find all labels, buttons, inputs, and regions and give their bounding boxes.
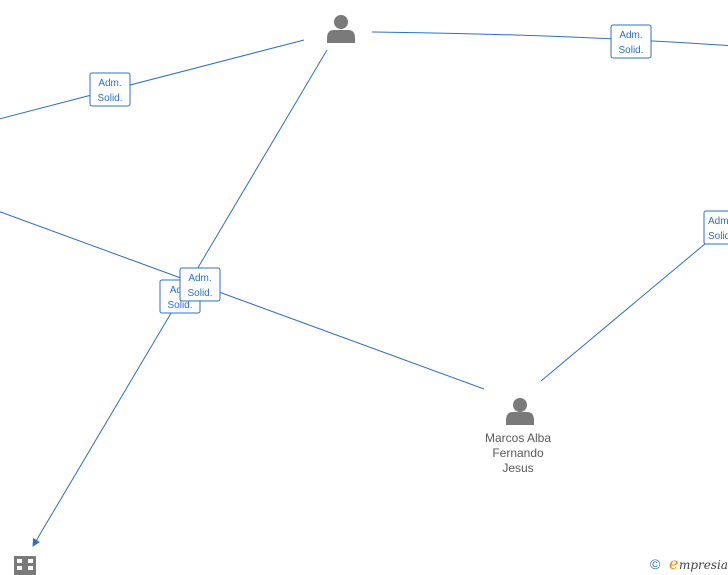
- edge-label-box: [179, 267, 221, 302]
- edge-label-line2: Solid.: [187, 288, 212, 299]
- edge-label-line1: Adm.: [98, 78, 121, 89]
- edge-label-box: [703, 210, 728, 245]
- edges: [0, 31, 728, 547]
- brand-watermark: © e mpresia: [650, 554, 728, 573]
- edge-label-line2: Solid.: [708, 231, 728, 242]
- person-name-line2: Fernando: [492, 446, 544, 460]
- person-name-line3: Jesus: [502, 461, 533, 475]
- edge-left-to-marcos: [0, 211, 485, 390]
- edge-marcos-to-right: [540, 237, 713, 382]
- building-icon: [14, 556, 36, 575]
- edge-label-line2: Solid.: [167, 300, 192, 311]
- edge-label-line2: Solid.: [97, 93, 122, 104]
- edge-top-person-to-right: [371, 31, 728, 47]
- edge-label-box: [89, 72, 131, 107]
- edge-label-1[interactable]: Adm. Solid.: [89, 72, 131, 107]
- edge-label-line1: Adm: [708, 216, 728, 227]
- edge-label-line1: Adm.: [188, 273, 211, 284]
- company-node[interactable]: [14, 556, 36, 575]
- edge-label-line1: Adm.: [619, 30, 642, 41]
- person-icon: [327, 15, 355, 43]
- edge-label-2[interactable]: Adm. Solid.: [610, 24, 652, 59]
- brand-initial: e: [669, 554, 678, 573]
- edge-top-person-to-left: [0, 39, 305, 120]
- person-name-line1: Marcos Alba: [485, 431, 551, 445]
- copyright-symbol: ©: [650, 556, 661, 572]
- edge-label-4[interactable]: Adm. Solid.: [179, 267, 221, 302]
- edge-label-5[interactable]: Adm Solid.: [703, 210, 728, 245]
- edge-label-line2: Solid.: [618, 45, 643, 56]
- brand-name: mpresia: [679, 558, 728, 572]
- edge-label-box: [610, 24, 652, 59]
- person-node-marcos[interactable]: Marcos Alba Fernando Jesus: [485, 398, 551, 475]
- person-icon: [506, 398, 534, 425]
- person-node-top[interactable]: [327, 15, 355, 43]
